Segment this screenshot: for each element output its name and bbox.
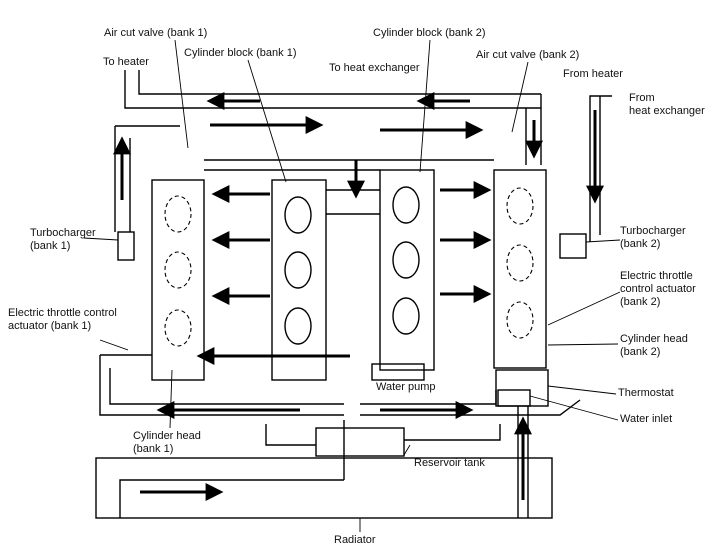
head2-cyl-1 [506, 187, 534, 225]
head1-cyl-3 [164, 309, 192, 347]
block1-cyl-3 [284, 307, 312, 345]
label-turbocharger-bank2: Turbocharger (bank 2) [620, 225, 686, 250]
leader-block-1 [247, 59, 287, 183]
cylinder-block-bank1 [271, 179, 327, 381]
label-from-heat-exchanger: From heat exchanger [629, 92, 705, 117]
water-pump [371, 363, 425, 381]
reservoir-hose [265, 424, 501, 446]
from-heat-exchanger-pipe [589, 95, 612, 242]
head1-cyl-1 [164, 195, 192, 233]
cylinders-blocks [284, 186, 420, 345]
label-water-pump: Water pump [376, 381, 436, 393]
leader-block-2 [419, 39, 431, 173]
label-cylinder-head-bank1: Cylinder head (bank 1) [133, 430, 201, 455]
label-to-heater: To heater [103, 56, 149, 68]
left-outer-pipe [114, 125, 180, 232]
block1-cyl-2 [284, 251, 312, 289]
leader-etc-1 [99, 339, 129, 351]
label-cylinder-block-bank2: Cylinder block (bank 2) [373, 27, 486, 39]
radiator [95, 457, 553, 519]
label-radiator: Radiator [334, 534, 376, 546]
label-air-cut-valve-bank2: Air cut valve (bank 2) [476, 49, 580, 61]
cylinder-head-bank1 [151, 179, 205, 381]
label-air-cut-valve-bank1: Air cut valve (bank 1) [104, 27, 208, 39]
lower-manifold-left [99, 354, 344, 416]
cylinders-bank1-head [164, 187, 534, 347]
label-reservoir-tank: Reservoir tank [414, 457, 485, 469]
block2-cyl-3 [392, 297, 420, 335]
turbocharger-bank1 [117, 231, 135, 261]
leader-turbo-1 [83, 237, 119, 241]
block2-cyl-2 [392, 241, 420, 279]
head2-cyl-2 [506, 244, 534, 282]
label-cylinder-block-bank1: Cylinder block (bank 1) [184, 47, 297, 59]
leader-head-1 [169, 369, 173, 429]
block1-cyl-1 [284, 196, 312, 234]
water-inlet-housing [497, 389, 531, 407]
leader-thermostat [547, 385, 617, 395]
leader-air-cut-valve-2 [511, 61, 529, 133]
leader-lines [83, 39, 621, 532]
head2-cyl-3 [506, 301, 534, 339]
center-pipes [204, 159, 494, 215]
leader-etc-2 [547, 291, 621, 326]
label-etc-actuator-bank2: Electric throttle control actuator (bank… [620, 270, 696, 308]
label-water-inlet: Water inlet [620, 413, 673, 425]
thermostat-housing [495, 369, 549, 407]
label-cylinder-head-bank2: Cylinder head (bank 2) [620, 333, 688, 358]
cylinder-head-bank2 [493, 169, 547, 369]
head1-cyl-2 [164, 251, 192, 289]
turbocharger-bank2 [559, 233, 587, 259]
leader-head-2 [547, 343, 619, 346]
cylinder-block-bank2 [379, 169, 435, 371]
radiator-hose-lower [119, 420, 345, 518]
label-turbocharger-bank1: Turbocharger (bank 1) [30, 227, 96, 252]
label-from-heater: From heater [563, 68, 623, 80]
leader-reservoir [403, 444, 411, 456]
label-to-heat-exchanger: To heat exchanger [329, 62, 420, 74]
block2-cyl-1 [392, 186, 420, 224]
flow-arrows [113, 92, 604, 501]
top-heater-pipe [124, 70, 541, 109]
leader-water-inlet [529, 395, 619, 421]
leader-air-cut-valve-1 [174, 39, 189, 149]
leader-turbo-2 [585, 239, 621, 243]
reservoir-tank [315, 427, 405, 457]
label-etc-actuator-bank1: Electric throttle control actuator (bank… [8, 307, 117, 332]
label-thermostat: Thermostat [618, 387, 674, 399]
